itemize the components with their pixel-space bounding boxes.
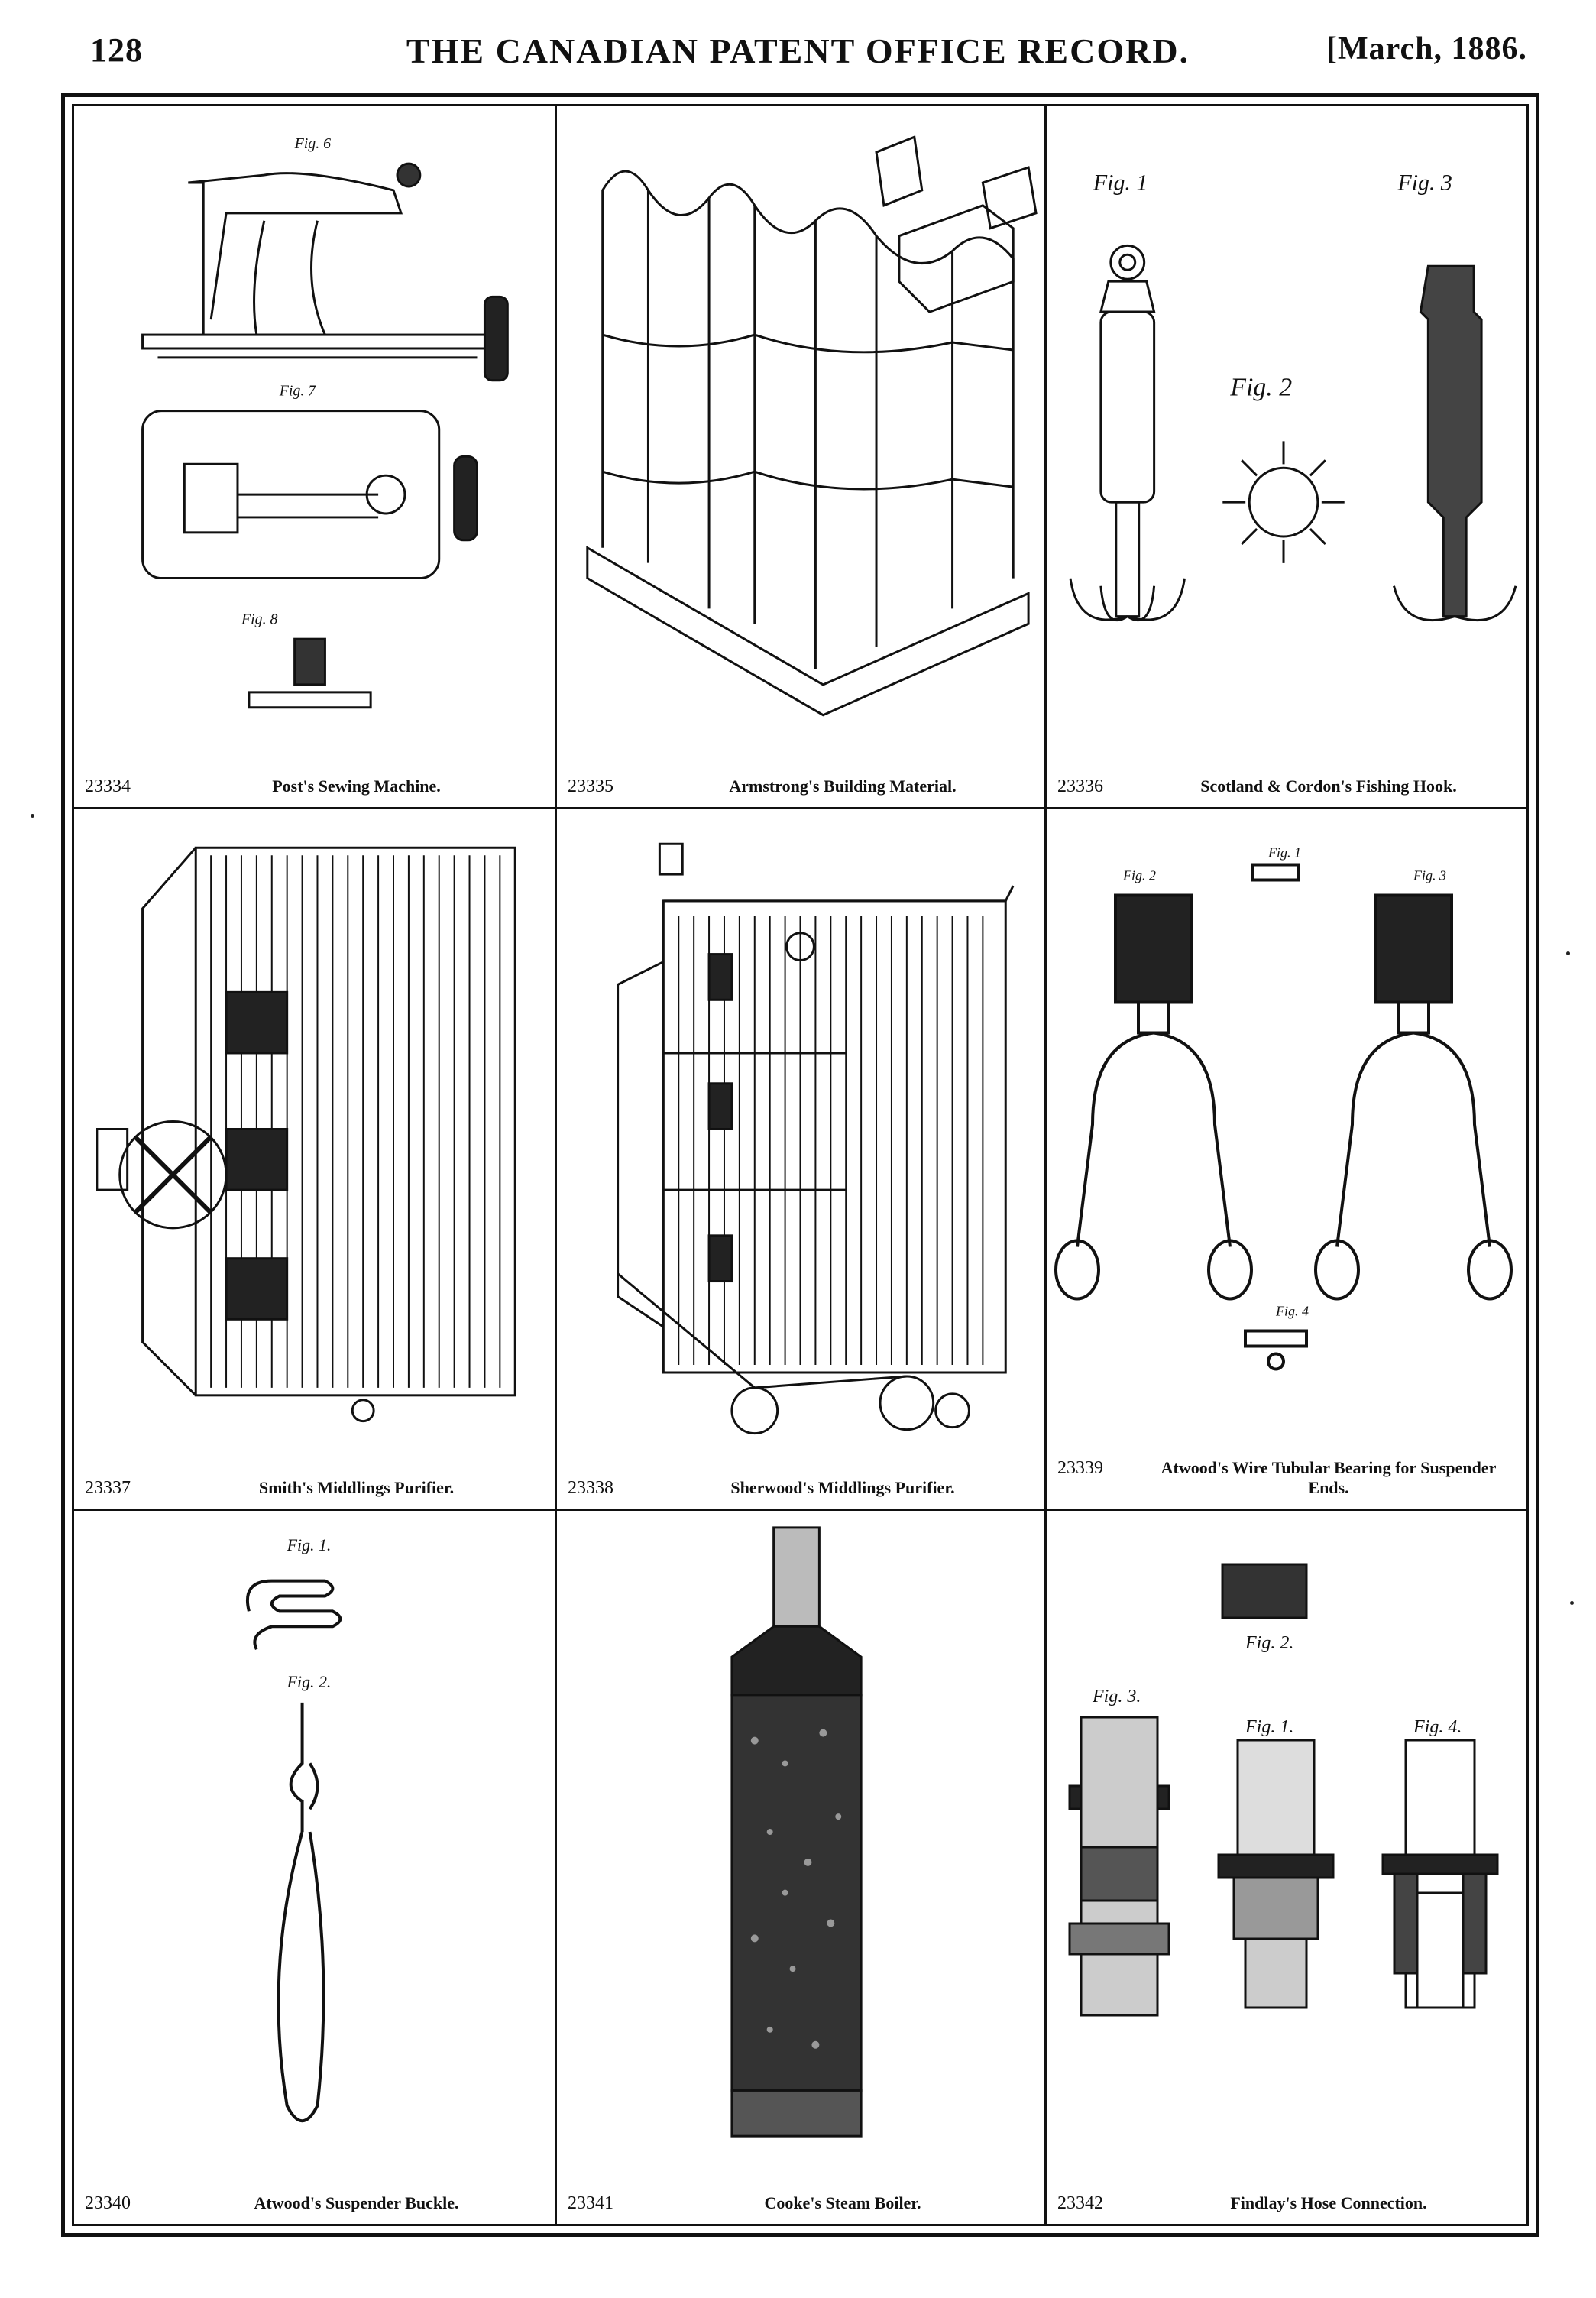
patent-caption: 23335 Armstrong's Building Material. [568,776,1034,796]
patent-cell-23341: 23341 Cooke's Steam Boiler. [557,1511,1047,2224]
patent-cell-23335: 23335 Armstrong's Building Material. [557,106,1047,809]
print-speck [1570,1601,1574,1605]
print-speck [31,814,34,818]
fig-label: Fig. 3 [1397,170,1452,196]
patent-cell-23342: Fig. 2. Fig. 3. Fig. 1. Fig. 4. 2334 [1047,1511,1526,2224]
patent-caption: 23339 Atwood's Wire Tubular Bearing for … [1057,1458,1516,1498]
steam-boiler-illustration [730,1526,863,2138]
patent-number: 23342 [1057,2193,1103,2213]
patent-caption: 23338 Sherwood's Middlings Purifier. [568,1478,1034,1498]
patent-title: Scotland & Cordon's Fishing Hook. [1200,776,1457,796]
patent-number: 23339 [1057,1458,1103,1478]
patent-caption: 23340 Atwood's Suspender Buckle. [85,2193,544,2213]
patent-number: 23336 [1057,776,1103,796]
fig-label: Fig. 3. [1092,1687,1141,1706]
patent-number: 23335 [568,776,613,796]
fig-label: Fig. 4. [1413,1717,1462,1737]
patent-number: 23340 [85,2193,131,2213]
fig-label: Fig. 2 [1229,374,1292,402]
patent-cell-23336: Fig. 1 Fig. 2 Fig. 3 23336 Scotland & Co… [1047,106,1526,809]
fig-label: Fig. 1 [1093,170,1148,196]
patent-grid: Fig. 6 Fig. 7 Fig. 8 23334 Post's Sewi [74,106,1526,2224]
outer-border [61,93,1539,2237]
patent-number: 23334 [85,776,131,796]
fig-label: Fig. 7 [279,383,317,400]
patent-caption: 23334 Post's Sewing Machine. [85,776,544,796]
fig-label: Fig. 2. [1245,1633,1293,1653]
patent-title: Post's Sewing Machine. [272,776,441,796]
patent-title: Findlay's Hose Connection. [1230,2193,1427,2212]
publication-title: THE CANADIAN PATENT OFFICE RECORD. [406,31,1190,70]
suspender-ends-illustration: Fig. 1 Fig. 2 Fig. 3 Fig. 4 [1054,845,1513,1371]
patent-cell-23334: Fig. 6 Fig. 7 Fig. 8 23334 Post's Sewi [74,106,557,809]
fig-label: Fig. 8 [241,611,278,627]
patent-title: Atwood's Wire Tubular Bearing for Suspen… [1161,1458,1497,1497]
fig-label: Fig. 1. [1245,1717,1293,1737]
sherwood-purifier-illustration [617,842,1015,1435]
fig-label: Fig. 2. [287,1672,332,1691]
patent-cell-23338: 23338 Sherwood's Middlings Purifier. [557,809,1047,1511]
patent-cell-23337: 23337 Smith's Middlings Purifier. [74,809,557,1511]
sewing-machine-illustration: Fig. 6 Fig. 7 Fig. 8 [141,135,509,709]
patent-caption: 23341 Cooke's Steam Boiler. [568,2193,1034,2213]
issue-date: [March, 1886. [1326,31,1527,66]
patent-number: 23338 [568,1478,613,1498]
patent-cell-23339: Fig. 1 Fig. 2 Fig. 3 Fig. 4 [1047,809,1526,1511]
patent-title: Atwood's Suspender Buckle. [254,2193,459,2212]
fig-label: Fig. 2 [1122,868,1156,883]
patent-title: Sherwood's Middlings Purifier. [730,1478,955,1497]
smith-purifier-illustration [96,846,516,1423]
patent-caption: 23336 Scotland & Cordon's Fishing Hook. [1057,776,1516,796]
patent-caption: 23342 Findlay's Hose Connection. [1057,2193,1516,2213]
patent-cell-23340: Fig. 1. Fig. 2. 23340 Atwood's Suspender… [74,1511,557,2224]
page-number: 128 [90,31,143,69]
page-header: 128 THE CANADIAN PATENT OFFICE RECORD. [… [0,0,1596,99]
inner-border [72,104,1529,2226]
patent-title: Smith's Middlings Purifier. [258,1478,455,1497]
patent-caption: 23337 Smith's Middlings Purifier. [85,1478,544,1498]
patent-title: Armstrong's Building Material. [729,776,957,796]
fishing-hook-illustration: Fig. 1 Fig. 2 Fig. 3 [1069,170,1517,622]
suspender-buckle-illustration: Fig. 1. Fig. 2. [245,1535,342,2122]
fig-label: Fig. 1 [1267,845,1301,861]
patent-number: 23337 [85,1478,131,1498]
fig-label: Fig. 1. [287,1535,332,1554]
fig-label: Fig. 4 [1275,1304,1309,1319]
fig-label: Fig. 3 [1413,868,1446,883]
fig-label: Fig. 6 [294,135,332,152]
building-material-illustration [586,135,1038,717]
patent-title: Cooke's Steam Boiler. [764,2193,921,2212]
hose-connection-illustration: Fig. 2. Fig. 3. Fig. 1. Fig. 4. [1068,1563,1499,2017]
print-speck [1566,951,1570,955]
patent-number: 23341 [568,2193,613,2213]
